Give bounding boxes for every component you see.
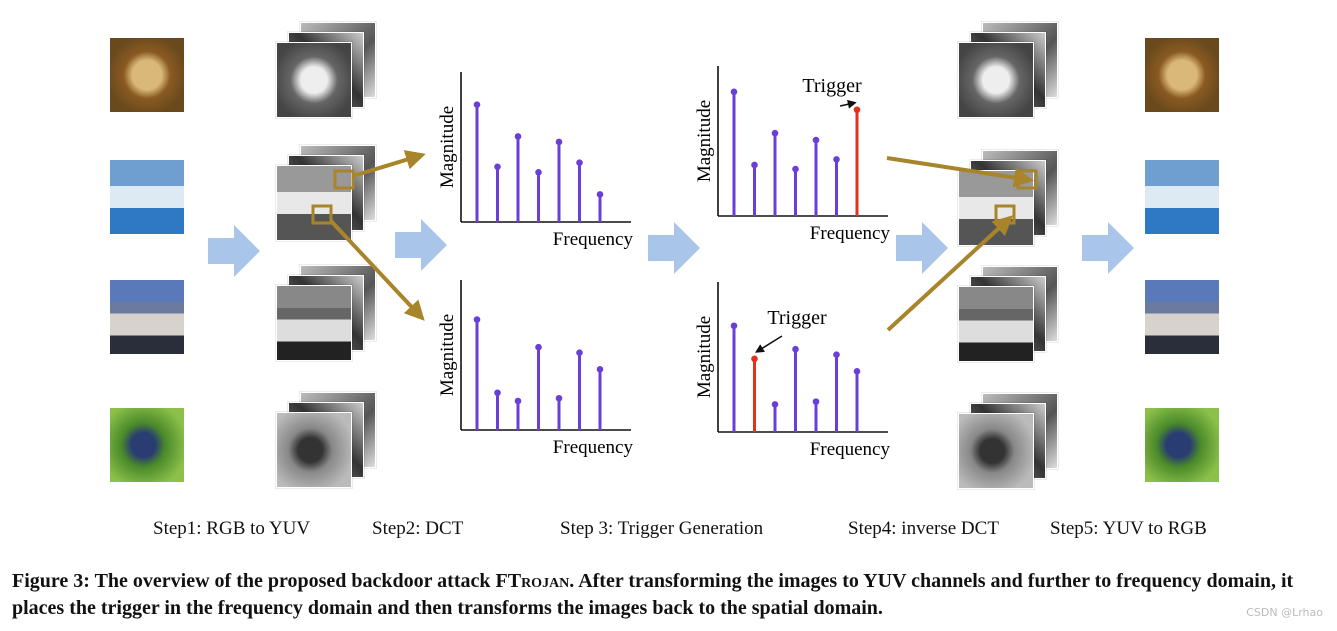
stem-head xyxy=(514,133,522,140)
diagram-overlay: MagnitudeFrequencyMagnitudeFrequencyMagn… xyxy=(208,66,1134,460)
stem-head xyxy=(576,349,583,357)
stem-head xyxy=(555,394,563,402)
step3-label: Step 3: Trigger Generation xyxy=(560,518,764,539)
stem-head xyxy=(535,169,542,176)
trigger-label: Trigger xyxy=(802,75,862,97)
figure-caption: Figure 3: The overview of the proposed b… xyxy=(12,568,1332,622)
trigger-stem-head xyxy=(853,106,861,114)
stem-head xyxy=(535,343,542,351)
stem-head xyxy=(771,129,779,137)
flow-arrow-5 xyxy=(1082,222,1134,274)
stem-head xyxy=(596,191,604,198)
dct-arrow-bottom xyxy=(329,219,425,321)
stem-head xyxy=(473,101,481,108)
x-axis-label: Frequency xyxy=(553,437,634,458)
patch-box-2 xyxy=(311,204,333,225)
stem-head xyxy=(853,367,861,375)
car-image-out xyxy=(1145,280,1219,354)
yuv-stack-bird xyxy=(276,392,382,488)
frog-image-out xyxy=(1145,38,1219,112)
stem-head xyxy=(812,136,820,144)
stem-head xyxy=(751,161,758,169)
trigger-pointer xyxy=(839,99,857,109)
bird-image xyxy=(110,408,184,482)
stem-head xyxy=(812,398,820,405)
x-axis-label: Frequency xyxy=(810,223,891,244)
stem-head xyxy=(792,345,799,353)
step2-label: Step2: DCT xyxy=(372,518,464,539)
trigger-pointer xyxy=(754,335,783,353)
stem-head xyxy=(730,88,738,96)
y-axis-label: Magnitude xyxy=(437,314,458,396)
patch-box-1 xyxy=(333,169,355,190)
stem-head xyxy=(473,316,481,323)
idct-arrow-top xyxy=(886,156,1034,188)
idct-stack-car xyxy=(958,266,1064,362)
bird-image-out xyxy=(1145,408,1219,482)
y-axis-label: Magnitude xyxy=(437,106,458,188)
stem-head xyxy=(555,138,563,146)
flow-arrow-4 xyxy=(896,222,948,274)
step1-label: Step1: RGB to YUV xyxy=(153,518,311,539)
stem-head xyxy=(771,401,779,408)
idct-arrow-bottom xyxy=(886,215,1013,332)
yuv-stack-car xyxy=(276,265,382,361)
stem-head xyxy=(792,165,799,173)
yuv-stack-frog xyxy=(276,22,382,118)
stem-head xyxy=(514,397,522,405)
idct-stack-bird xyxy=(958,393,1064,489)
stem-head xyxy=(494,163,501,171)
flow-arrow-1 xyxy=(208,225,260,277)
trigger-label: Trigger xyxy=(767,307,827,329)
boat-image xyxy=(110,160,184,234)
stem-head xyxy=(576,159,583,166)
frog-image xyxy=(110,38,184,112)
stem-head xyxy=(833,156,840,163)
x-axis-label: Frequency xyxy=(553,229,634,250)
caption-figure: Figure 3: The overview of the proposed b… xyxy=(12,570,496,592)
stem-head xyxy=(494,389,501,397)
watermark: CSDN @Lrhao xyxy=(1246,606,1323,619)
flow-arrow-3 xyxy=(648,222,700,274)
x-axis-label: Frequency xyxy=(810,439,891,460)
caption-rest: . After transforming the images to YUV c… xyxy=(12,570,1294,619)
stem-head xyxy=(596,365,604,373)
stem-head xyxy=(730,322,738,330)
boat-image-out xyxy=(1145,160,1219,234)
stem-head xyxy=(833,351,840,359)
step5-label: Step5: YUV to RGB xyxy=(1050,518,1207,539)
dct-arrow-top xyxy=(352,150,426,178)
y-axis-label: Magnitude xyxy=(694,316,715,398)
idct-stack-frog xyxy=(958,22,1064,118)
step4-label: Step4: inverse DCT xyxy=(848,518,999,539)
y-axis-label: Magnitude xyxy=(694,100,715,182)
trigger-stem-head xyxy=(751,355,758,363)
car-image xyxy=(110,280,184,354)
flow-arrow-2 xyxy=(395,219,447,271)
caption-method-name: FTrojan xyxy=(495,570,570,592)
